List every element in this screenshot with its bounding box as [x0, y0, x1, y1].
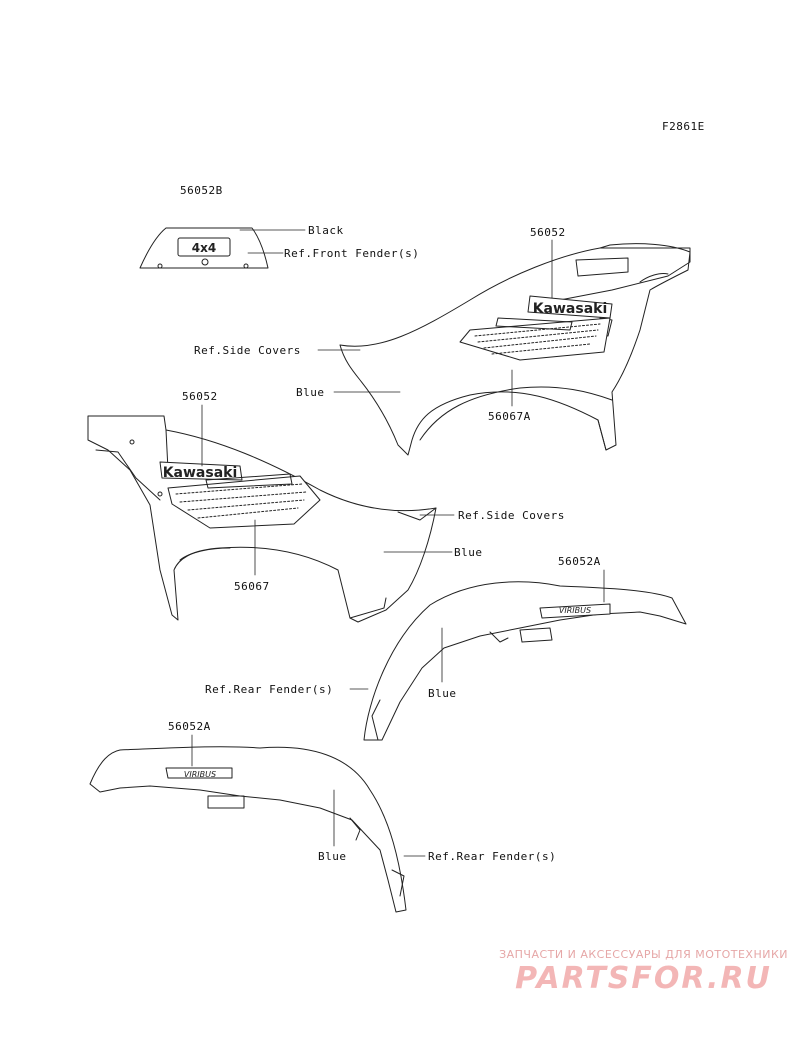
part-number-56067[interactable]: 56067 [234, 580, 270, 593]
rear-fender-part-upper: VIRIBUS [363, 581, 687, 741]
callout-rear-fender-lower: Ref.Rear Fender(s) [428, 850, 557, 863]
watermark-brand: PARTSFOR.RU [515, 961, 772, 996]
rear-fender-model-decal-lower: VIRIBUS [184, 770, 216, 779]
callout-blue-middle: Blue [454, 546, 483, 559]
part-number-56052b[interactable]: 56052B [180, 184, 223, 197]
kawasaki-decal-left: Kawasaki [163, 465, 238, 481]
callout-front-fender: Ref.Front Fender(s) [284, 247, 420, 260]
callout-blue-rear-upper: Blue [428, 687, 457, 700]
right-side-cover-part: Kawasaki [339, 243, 691, 456]
part-number-56052-middle[interactable]: 56052 [182, 390, 218, 403]
badge-4x4-decal: 4x4 [192, 241, 216, 255]
part-number-56067a[interactable]: 56067A [488, 410, 531, 423]
callout-side-covers-middle: Ref.Side Covers [458, 509, 565, 522]
rear-fender-part-lower: VIRIBUS [89, 746, 407, 913]
front-fender-badge-part: 4x4 [139, 227, 269, 269]
leader-lines [191, 229, 605, 857]
kawasaki-decal-right: Kawasaki [533, 301, 608, 317]
part-number-56052a-lower[interactable]: 56052A [168, 720, 211, 733]
left-side-cover-part: Kawasaki [87, 415, 437, 623]
rear-fender-model-decal-upper: VIRIBUS [559, 606, 591, 615]
callout-black: Black [308, 224, 344, 237]
callout-blue-rear-lower: Blue [318, 850, 347, 863]
callout-blue-upper: Blue [296, 386, 325, 399]
callout-rear-fender-upper: Ref.Rear Fender(s) [205, 683, 334, 696]
callout-side-covers-upper: Ref.Side Covers [194, 344, 301, 357]
figure-code: F2861E [662, 120, 705, 133]
watermark-tagline: ЗАПЧАСТИ И АКСЕССУАРЫ ДЛЯ МОТОТЕХНИКИ [499, 948, 788, 961]
part-number-56052-upper[interactable]: 56052 [530, 226, 566, 239]
watermark: ЗАПЧАСТИ И АКСЕССУАРЫ ДЛЯ МОТОТЕХНИКИ PA… [499, 948, 788, 996]
part-number-56052a-middle[interactable]: 56052A [558, 555, 601, 568]
